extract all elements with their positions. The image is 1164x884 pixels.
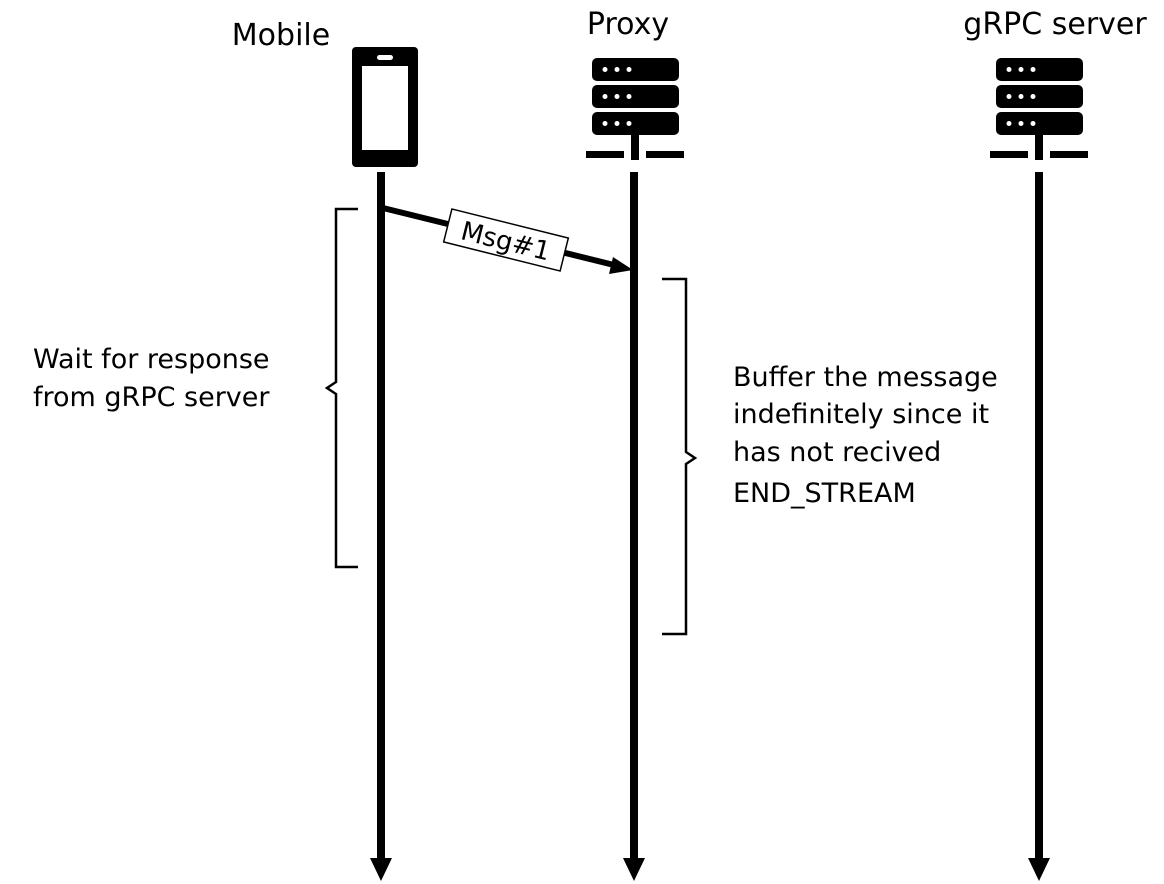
server-icon [990, 58, 1088, 160]
buffer-annotation-line-4: END_STREAM [733, 478, 916, 509]
lifeline-mobile [370, 172, 392, 881]
buffer-annotation-line-2: indefinitely since it [733, 399, 989, 430]
participant-label-mobile: Mobile [232, 18, 330, 53]
lifeline-grpc-server [1028, 172, 1050, 881]
message-label-box: Msg#1 [442, 208, 570, 272]
participant-label-grpc-server: gRPC server [963, 7, 1147, 42]
mobile-phone-icon [352, 47, 418, 167]
wait-annotation-line-1: Wait for response [33, 344, 270, 375]
wait-brace [324, 207, 358, 569]
buffer-annotation-line-1: Buffer the message [733, 362, 998, 393]
buffer-annotation-line-3: has not recived [733, 437, 941, 468]
server-icon [586, 58, 684, 160]
lifeline-proxy [623, 172, 645, 881]
buffer-brace [662, 277, 698, 636]
wait-annotation-line-2: from gRPC server [33, 382, 270, 413]
participant-label-proxy: Proxy [587, 7, 669, 42]
